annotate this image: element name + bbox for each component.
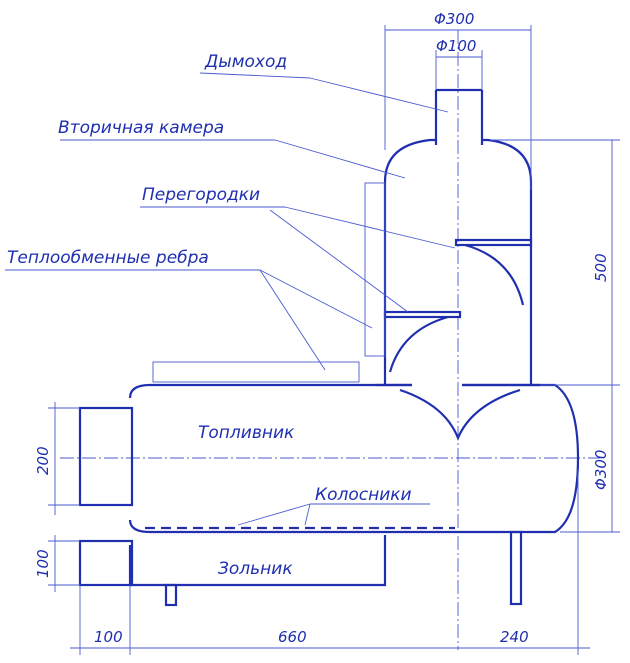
dim-text-left-width: 100: [94, 628, 123, 646]
dim-ash-height: [48, 535, 80, 592]
heat-fin-left: [364, 182, 386, 357]
heat-fin-top: [152, 361, 360, 383]
label-chimney: Дымоход: [204, 52, 287, 72]
firebox-door: [78, 406, 134, 507]
label-grates: Колосники: [315, 485, 412, 505]
ash-door: [78, 539, 134, 587]
firebox-body: [128, 383, 580, 534]
dim-firebox-height: [48, 402, 80, 515]
label-heat-fins: Теплообменные ребра: [7, 248, 209, 268]
dim-chamber-height: [490, 139, 620, 386]
leg-left: [164, 583, 178, 607]
dim-text-top-diameter: Φ300: [434, 10, 474, 28]
dim-top-diameter: [384, 25, 532, 190]
dim-text-firebox-height: 200: [34, 446, 52, 475]
upper-partition: [454, 238, 533, 306]
label-firebox: Топливник: [198, 423, 295, 443]
dim-text-firebox-diameter: Φ300: [592, 450, 610, 490]
ash-pit-body: [128, 535, 387, 587]
dim-text-right-width: 240: [500, 628, 529, 646]
firebox-inner-arc: [399, 388, 521, 441]
dim-bottom-widths: [70, 470, 590, 655]
label-secondary-chamber: Вторичная камера: [58, 118, 224, 138]
dim-pipe-diameter: [435, 50, 483, 90]
dim-text-middle-width: 660: [278, 628, 307, 646]
leader-lines: [5, 72, 456, 526]
lower-partition: [383, 310, 462, 373]
dim-text-ash-height: 100: [34, 549, 52, 578]
dim-text-chamber-height: 500: [592, 253, 610, 282]
chimney-pipe: [434, 88, 484, 145]
label-partitions: Перегородки: [142, 185, 260, 205]
label-ash-pit: Зольник: [218, 559, 293, 579]
dim-firebox-diameter: [560, 385, 620, 533]
dim-text-pipe-diameter: Φ100: [436, 37, 476, 55]
leg-right: [509, 530, 523, 606]
